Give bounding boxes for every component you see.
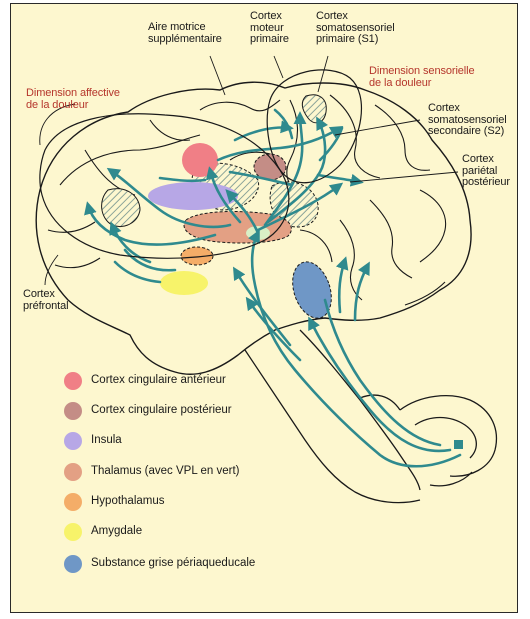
legend-label: Amygdale [91,525,142,537]
label-dimension-affective: Dimension affective de la douleur [26,88,120,111]
legend-label: Substance grise périaqueducale [91,557,255,569]
structure-insula [148,182,238,210]
legend-label: Cortex cingulaire antérieur [91,374,226,386]
brainstem [245,330,496,503]
label-cortex-s1: Cortex somatosensoriel primaire (S1) [316,11,395,46]
s1-region [302,95,326,123]
legend-swatch [64,555,82,573]
legend-swatch [64,523,82,541]
label-cortex-moteur: Cortex moteur primaire [250,11,289,46]
label-cortex-parietal: Cortex pariétal postérieur [462,154,510,189]
legend-swatch [64,493,82,511]
label-cortex-s2: Cortex somatosensoriel secondaire (S2) [428,103,507,138]
legend-swatch [64,372,82,390]
legend-label: Hypothalamus [91,495,165,507]
legend-swatch [64,402,82,420]
label-cortex-prefrontal: Cortex préfrontal [23,289,68,312]
legend-swatch [64,432,82,450]
legend-label: Insula [91,434,122,446]
structure-pag [286,257,338,323]
legend-swatch [64,463,82,481]
legend-label: Cortex cingulaire postérieur [91,404,232,416]
spinal-marker [454,440,463,449]
structure-amygdala [160,271,208,295]
legend-label: Thalamus (avec VPL en vert) [91,465,240,477]
structure-cingulate-anterior [182,143,218,177]
label-aire-motrice: Aire motrice supplémentaire [148,22,222,45]
label-dimension-sensorielle: Dimension sensorielle de la douleur [369,66,475,89]
